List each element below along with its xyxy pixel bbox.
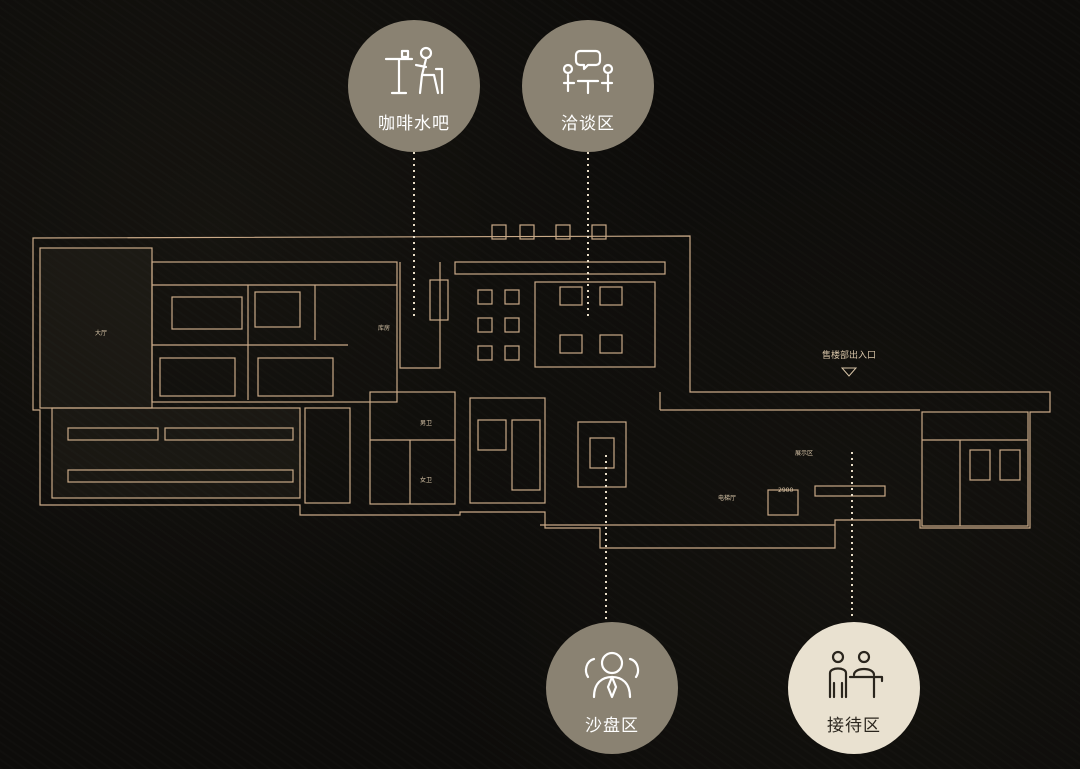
entrance-label: 售楼部出入口 bbox=[822, 349, 876, 361]
zone-reception[interactable]: 接待区 bbox=[788, 622, 920, 754]
zone-sandtable-label: 沙盘区 bbox=[585, 715, 639, 736]
elevator-core bbox=[469, 397, 546, 504]
cafe-table-person-icon bbox=[384, 46, 444, 94]
zone-reception-label: 接待区 bbox=[827, 715, 881, 736]
zone-cafe[interactable]: 咖啡水吧 bbox=[348, 20, 480, 152]
cafe-bar bbox=[399, 262, 441, 369]
code-label: 2900 bbox=[778, 487, 793, 494]
reception-counter bbox=[814, 485, 886, 497]
left-hall bbox=[39, 247, 153, 409]
restroom-f-label: 女卫 bbox=[420, 476, 432, 484]
cafe-tables bbox=[477, 224, 607, 361]
lower-office bbox=[51, 407, 301, 499]
zone-negotiation-label: 洽谈区 bbox=[561, 113, 615, 134]
hall-label: 大厅 bbox=[95, 329, 107, 337]
building-outline bbox=[32, 235, 1051, 549]
meeting-chat-icon bbox=[562, 49, 614, 94]
presenter-icon bbox=[584, 651, 640, 698]
sand-table-room bbox=[577, 421, 627, 488]
right-office bbox=[921, 411, 1029, 527]
restroom-block bbox=[369, 391, 456, 505]
lobby-label: 展示区 bbox=[795, 450, 813, 457]
zone-negotiation[interactable]: 洽谈区 bbox=[522, 20, 654, 152]
reception-desk-icon bbox=[828, 650, 884, 698]
office-block bbox=[151, 261, 398, 403]
restroom-m-label: 男卫 bbox=[420, 420, 432, 427]
zone-sandtable[interactable]: 沙盘区 bbox=[546, 622, 678, 754]
negotiation-area bbox=[534, 281, 656, 368]
elevator-label: 电梯厅 bbox=[718, 494, 736, 502]
zone-cafe-label: 咖啡水吧 bbox=[378, 113, 450, 134]
storage-label: 库房 bbox=[378, 324, 390, 332]
